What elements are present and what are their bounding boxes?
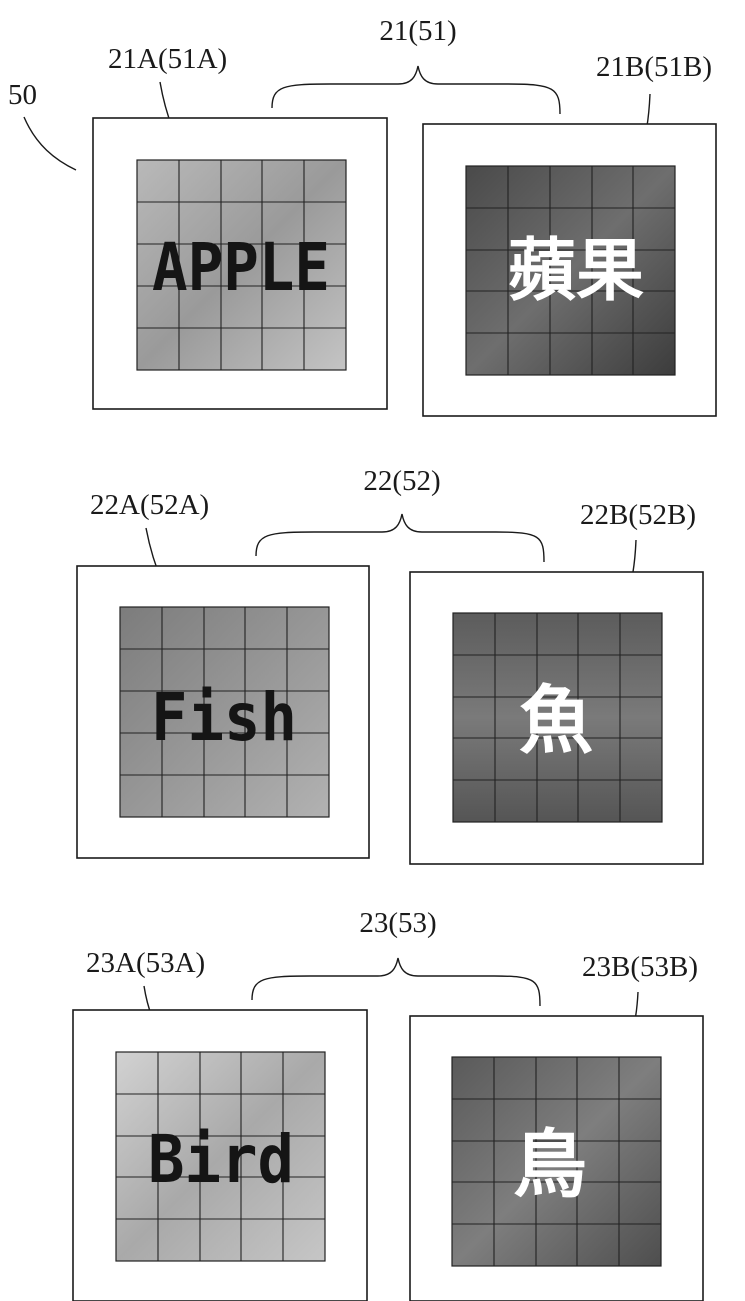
group-label-23: 23(53) — [359, 907, 436, 939]
photo-apple-tree — [137, 160, 346, 370]
card-pair-group-23: 23(53) 23A(53A) 23B(53B) Bird 鳥 — [72, 907, 704, 1301]
card-word-fish-zh: 魚 — [519, 678, 593, 764]
leader-line-50 — [23, 116, 77, 171]
grid-overlay-21B — [465, 165, 676, 376]
group-brace-23 — [251, 957, 541, 1007]
group-label-22: 22(52) — [363, 465, 440, 497]
card-label-23A: 23A(53A) — [86, 947, 205, 979]
photo-fish-tank — [453, 613, 662, 822]
grid-overlay-22B — [452, 612, 663, 823]
card-pair-group-22: 22(52) 22A(52A) 22B(52B) Fish 魚 — [76, 465, 704, 865]
ref-label-50: 50 — [8, 79, 37, 111]
photo-clownfish — [120, 607, 329, 817]
card-label-22B: 22B(52B) — [580, 499, 696, 531]
card-label-22A: 22A(52A) — [90, 489, 209, 521]
card-label-21A: 21A(51A) — [108, 43, 227, 75]
photo-red-apples — [466, 166, 675, 375]
grid-overlay-22A — [119, 606, 330, 818]
photo-parrots-tree — [452, 1057, 661, 1266]
group-brace-21 — [271, 65, 561, 115]
group-brace-22 — [255, 513, 545, 563]
grid-overlay-23B — [451, 1056, 662, 1267]
card-label-21B: 21B(51B) — [596, 51, 712, 83]
card-pair-group-21: 21(51) 21A(51A) 21B(51B) APPLE 蘋果 — [92, 15, 717, 417]
card-word-bird: Bird — [148, 1121, 294, 1198]
group-label-21: 21(51) — [379, 15, 456, 47]
card-word-bird-zh: 鳥 — [513, 1122, 587, 1208]
photo-bird-perched — [116, 1052, 325, 1261]
grid-overlay-23A — [115, 1051, 326, 1262]
card-label-23B: 23B(53B) — [582, 951, 698, 983]
card-word-fish: Fish — [151, 679, 297, 756]
grid-overlay-21A — [136, 159, 347, 371]
card-word-apple-zh: 蘋果 — [508, 232, 644, 311]
card-word-apple: APPLE — [152, 229, 330, 306]
